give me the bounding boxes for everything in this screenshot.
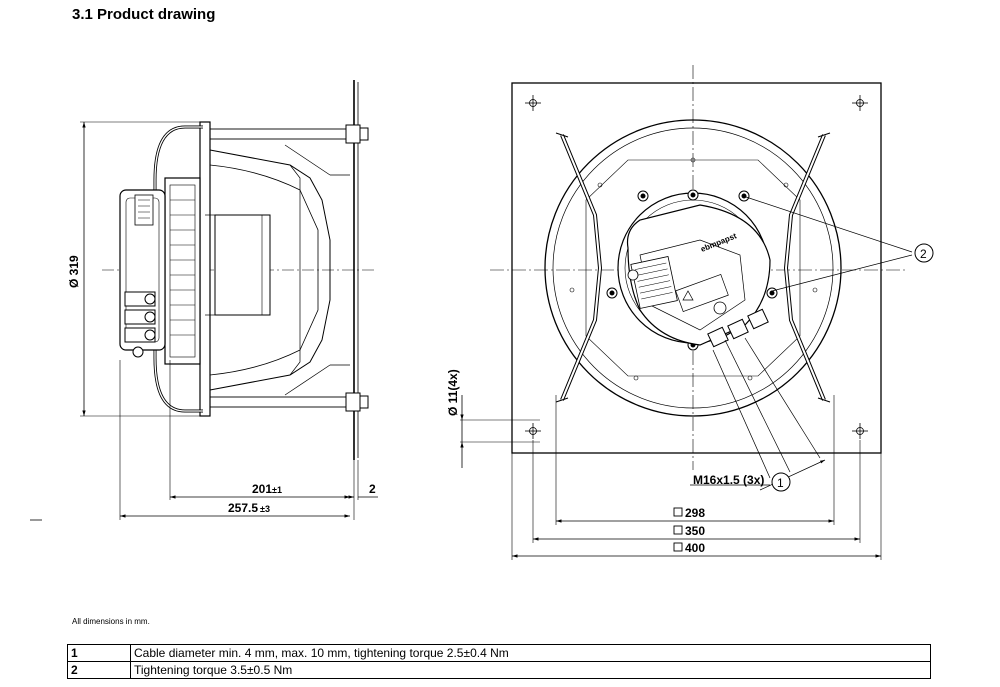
square-symbol: [673, 542, 683, 552]
square-symbol: [673, 525, 683, 535]
callout-1-label: 1: [777, 476, 784, 490]
cable-gland-front: [707, 308, 769, 348]
legend-text: Cable diameter min. 4 mm, max. 10 mm, ti…: [130, 644, 931, 662]
callout-2-label: 2: [920, 247, 927, 261]
callout-1-circle: [771, 472, 791, 492]
page-title: 3.1 Product drawing: [72, 6, 216, 23]
square-400-label: 400: [685, 541, 705, 555]
dimension-2-label: 2: [369, 482, 376, 496]
mounting-plate-square: [511, 82, 882, 454]
square-298-label: 298: [685, 506, 705, 520]
inlet-ring-outer: [544, 119, 842, 417]
mounting-bolt: [205, 128, 347, 140]
dimension-201-label: 201±1: [252, 482, 282, 496]
legend-row: 2 Tightening torque 3.5±0.5 Nm: [67, 661, 931, 679]
callout-2-circle: [914, 243, 934, 263]
legend-number: 1: [67, 644, 131, 662]
dimension-257-label: 257.5±3: [228, 501, 270, 515]
diameter-label: Ø 319: [67, 255, 81, 288]
mounting-bolt: [205, 396, 347, 408]
dimensions-note: All dimensions in mm.: [72, 617, 150, 626]
thread-label: M16x1.5 (3x): [693, 473, 764, 487]
legend-table: 1 Cable diameter min. 4 mm, max. 10 mm, …: [67, 644, 931, 679]
legend-number: 2: [67, 661, 131, 679]
motor: [214, 214, 271, 316]
electronics-box: [626, 204, 771, 346]
cable-gland: [124, 291, 156, 358]
square-350-label: 350: [685, 524, 705, 538]
square-symbol: [673, 507, 683, 517]
legend-row: 1 Cable diameter min. 4 mm, max. 10 mm, …: [67, 644, 931, 662]
corner-hole: [525, 95, 868, 439]
hole-diameter-label: Ø 11(4x): [446, 369, 460, 416]
front-view: [460, 65, 934, 560]
side-view: [30, 80, 378, 521]
fan-wheel: [199, 121, 211, 417]
legend-text: Tightening torque 3.5±0.5 Nm: [130, 661, 931, 679]
